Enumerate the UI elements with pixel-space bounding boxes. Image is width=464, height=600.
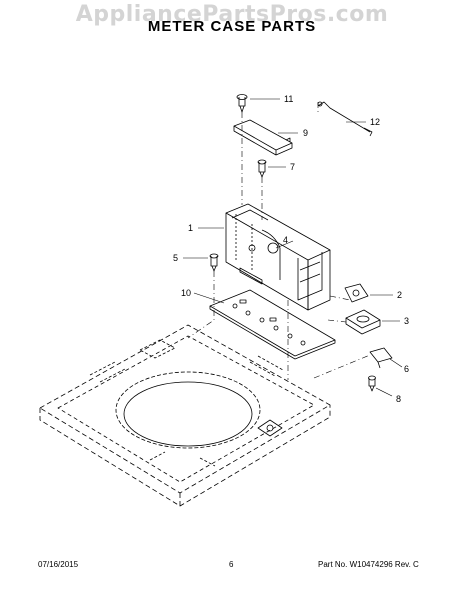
callout-3: 3 [404, 316, 409, 326]
footer-part-number: Part No. W10474296 Rev. C [318, 560, 419, 569]
footer-date: 07/16/2015 [38, 560, 79, 569]
callout-1: 1 [188, 223, 193, 233]
screw-7 [257, 159, 267, 178]
page-title: METER CASE PARTS [147, 18, 317, 35]
watermark: AppliancePartsPros.com [75, 2, 389, 27]
callout-2: 2 [397, 290, 402, 300]
callout-12: 12 [370, 117, 380, 127]
bracket [344, 283, 369, 303]
screw-8 [368, 375, 376, 392]
callout-8: 8 [396, 394, 401, 404]
small-bracket [369, 347, 393, 369]
screw-5 [209, 253, 219, 272]
callout-5: 5 [173, 253, 178, 263]
callout-10: 10 [181, 288, 191, 298]
cup-holder [345, 309, 381, 335]
callout-4: 4 [283, 235, 288, 245]
callout-11: 11 [284, 94, 293, 104]
assembly-lines [187, 102, 371, 380]
wire-clip [317, 101, 373, 137]
meter-case [225, 203, 331, 311]
leader-lines [183, 98, 403, 397]
footer-page-number: 6 [229, 560, 234, 569]
washer-top-base [39, 324, 331, 507]
gasket-plate [209, 289, 336, 360]
screw-11 [236, 94, 248, 113]
meter-cover [233, 119, 293, 156]
callout-9: 9 [303, 128, 308, 138]
callout-6: 6 [404, 364, 409, 374]
callout-7: 7 [290, 162, 295, 172]
